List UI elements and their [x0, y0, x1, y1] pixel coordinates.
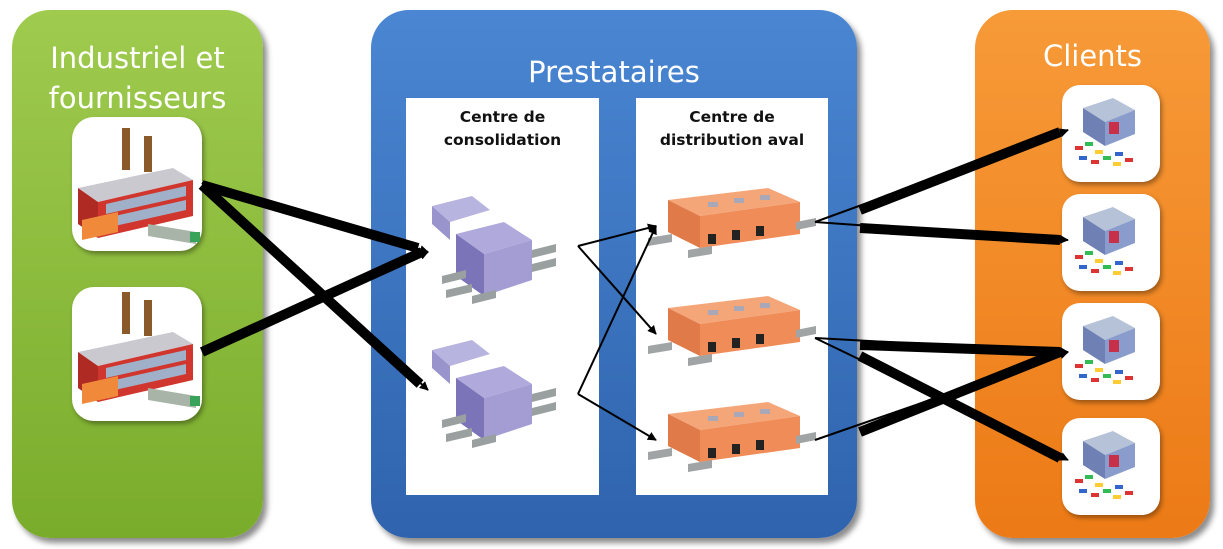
main-flow — [858, 347, 1062, 437]
flow-arrows — [201, 128, 1069, 461]
consolidation-center-title: Centre de consolidation — [406, 106, 599, 152]
arrow — [201, 251, 429, 353]
arrow — [814, 221, 1069, 244]
main-flow — [198, 181, 424, 388]
clients-title: Clients — [1042, 39, 1143, 73]
distribution-center-title: Centre de distribution aval — [636, 106, 828, 152]
arrow — [577, 393, 657, 441]
suppliers-title-line2: fournisseurs — [48, 81, 227, 115]
arrow — [577, 245, 657, 335]
distribution-title-line1: Centre de — [689, 108, 775, 126]
arrow — [201, 182, 429, 391]
factory-icon — [78, 292, 200, 408]
consolidation-center-icon — [432, 196, 556, 304]
main-flows-right — [857, 127, 1063, 463]
consolidation-title-line1: Centre de — [459, 108, 546, 126]
store-icon — [1075, 316, 1135, 384]
arrow — [814, 128, 1069, 223]
store-icon — [1075, 98, 1135, 166]
factory-icon — [78, 128, 200, 244]
arrow — [577, 225, 657, 395]
warehouse-icon — [648, 296, 816, 366]
arrow — [814, 337, 1069, 357]
suppliers-panel: Industriel et fournisseurs — [12, 10, 263, 538]
store-icon — [1075, 431, 1135, 499]
consolidation-title-line2: consolidation — [443, 131, 562, 149]
arrow — [577, 223, 657, 247]
warehouse-icon — [648, 188, 816, 258]
store-icon — [1075, 207, 1135, 275]
consolidation-center-icon — [432, 340, 556, 448]
suppliers-title: Industriel et fournisseurs — [12, 38, 263, 118]
main-flow — [859, 340, 1061, 357]
distribution-title-line2: distribution aval — [659, 131, 805, 149]
arrow — [814, 350, 1069, 441]
suppliers-title-line1: Industriel et — [50, 41, 225, 75]
warehouse-icon — [648, 402, 816, 472]
arrow — [201, 182, 429, 254]
arrow — [814, 337, 1069, 461]
providers-title: Prestataires — [528, 55, 700, 89]
